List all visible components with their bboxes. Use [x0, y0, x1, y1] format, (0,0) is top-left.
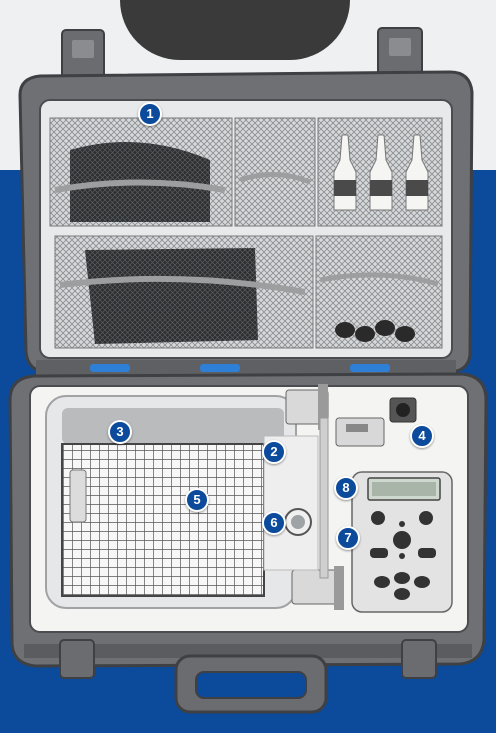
callout-2: 2: [262, 440, 286, 464]
callout-3: 3: [108, 420, 132, 444]
background-dark-shape: [120, 0, 350, 60]
callout-4: 4: [410, 424, 434, 448]
handle-icon: [174, 654, 328, 714]
tubing-connectors: [335, 320, 415, 342]
base-latch-left: [59, 639, 95, 679]
support-rail: [319, 417, 329, 579]
display-icon: [367, 477, 441, 501]
keypad-icon: [370, 511, 436, 600]
sensor-module: [335, 417, 385, 447]
dropper-bottle-icon: [333, 134, 357, 211]
hinge-icon: [291, 566, 344, 610]
mesh-pocket-top-middle: [234, 117, 316, 227]
dropper-bottle-icon: [405, 134, 429, 211]
callout-8: 8: [334, 476, 358, 500]
power-connector-icon: [389, 397, 417, 423]
hinge-icon: [285, 384, 329, 430]
side-panel: [263, 435, 319, 571]
mesh-pocket-bottom-left: [54, 235, 314, 349]
base-latch-right: [401, 639, 437, 679]
controller-unit: [351, 471, 453, 613]
lid-latch-left: [61, 29, 105, 83]
mesh-pocket-top-left: [49, 117, 233, 227]
callout-7: 7: [336, 526, 360, 550]
dropper-bottles: [333, 134, 429, 211]
grid-basket-icon: [61, 443, 265, 597]
callout-5: 5: [185, 488, 209, 512]
callout-1: 1: [138, 102, 162, 126]
hinge-strip: [36, 360, 456, 376]
sample-vial-icon: [284, 508, 312, 536]
dropper-bottle-icon: [369, 134, 393, 211]
mesh-pocket-bottom-right: [315, 235, 443, 349]
callout-6: 6: [262, 511, 286, 535]
